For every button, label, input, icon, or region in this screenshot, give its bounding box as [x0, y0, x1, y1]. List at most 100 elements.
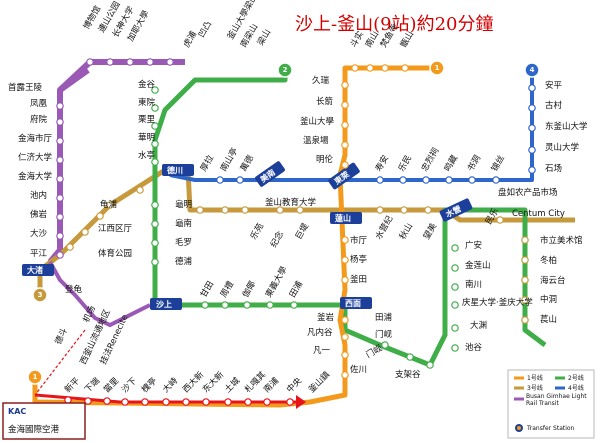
station-dot[interactable] — [121, 398, 129, 406]
station-top-1[interactable]: 凹凸 — [197, 20, 214, 40]
station-dot[interactable] — [64, 396, 72, 404]
station-dot[interactable] — [151, 258, 159, 266]
station-dot[interactable] — [528, 166, 536, 174]
station-dot[interactable] — [221, 301, 229, 309]
station-suan[interactable]: 寿安 — [373, 153, 391, 173]
station-dangni[interactable]: 當里 — [102, 376, 121, 395]
station-buwon[interactable]: 府院 — [30, 114, 48, 125]
station-jurye[interactable]: 周禮 — [218, 279, 236, 300]
station-dot[interactable] — [162, 398, 170, 406]
station-dot[interactable] — [56, 118, 64, 126]
station-buam[interactable]: 釜岩 — [317, 312, 335, 323]
station-dot[interactable] — [196, 206, 204, 214]
station-dot[interactable] — [528, 84, 536, 92]
station-dot[interactable] — [401, 64, 409, 72]
station-dot[interactable] — [56, 156, 64, 164]
station-jangsan[interactable]: 萇山 — [540, 314, 557, 325]
station-dongbaek[interactable]: 冬柏 — [540, 255, 557, 266]
station-dot[interactable] — [106, 58, 114, 66]
station-gangseo[interactable]: 江西区厅 — [98, 224, 133, 234]
station-jigegol[interactable]: 支架谷 — [395, 369, 421, 380]
station-dot[interactable] — [341, 141, 349, 149]
station-dot[interactable] — [56, 251, 64, 259]
station-dot[interactable] — [341, 81, 349, 89]
station-jinae[interactable]: 池内 — [30, 190, 47, 201]
station-toseong[interactable]: 土城 — [222, 375, 242, 395]
station-dot[interactable] — [521, 316, 529, 324]
station-myeongjang[interactable]: 鸣藏 — [442, 153, 460, 174]
station-inje[interactable]: 仁济大学 — [18, 152, 53, 163]
station-namcheon[interactable]: 南川 — [465, 279, 482, 290]
station-dot[interactable] — [151, 122, 159, 130]
station-dot[interactable] — [381, 341, 389, 349]
station-dot[interactable] — [151, 201, 159, 209]
station-dongdaesin[interactable]: 东大新 — [200, 369, 226, 395]
station-goejeong[interactable]: 槐亭 — [139, 375, 159, 395]
station-seokdae[interactable]: 石场 — [545, 164, 562, 174]
station-dot[interactable] — [381, 64, 389, 72]
station-nangmin[interactable]: 乐民 — [396, 153, 414, 173]
station-dot[interactable] — [492, 176, 500, 184]
transfer-deokcheon[interactable]: 德川 — [162, 164, 194, 176]
station-dot[interactable] — [341, 121, 349, 129]
station-jwacheon[interactable]: 佐川 — [350, 364, 367, 375]
station-dongwon[interactable]: 東院 — [138, 97, 156, 108]
station-dot[interactable] — [151, 86, 159, 94]
station-mangmi[interactable]: 望美 — [421, 221, 439, 242]
station-namsanjeong[interactable]: 南山亭 — [218, 146, 240, 174]
station-dot[interactable] — [56, 175, 64, 183]
station-dot[interactable] — [126, 58, 134, 66]
station-deokdu[interactable]: 德斗 — [53, 326, 70, 347]
station-yulli[interactable]: 栗里 — [138, 115, 156, 125]
station-dot[interactable] — [141, 398, 149, 406]
station-gupo[interactable]: 龟浦 — [100, 199, 118, 210]
station-suro[interactable]: 首露王陵 — [8, 82, 43, 93]
station-dot[interactable] — [151, 104, 159, 112]
station-dot[interactable] — [468, 176, 476, 184]
station-mora[interactable]: 毛罗 — [175, 237, 192, 248]
station-dot[interactable] — [103, 397, 111, 405]
station-dot[interactable] — [56, 102, 64, 110]
station-jungdong[interactable]: 中洞 — [540, 294, 557, 305]
station-dot[interactable] — [528, 104, 536, 112]
station-dot[interactable] — [496, 216, 504, 224]
station-dot[interactable] — [136, 186, 144, 194]
station-saha[interactable]: 沙下 — [120, 376, 139, 395]
station-dot[interactable] — [406, 353, 414, 361]
station-dot[interactable] — [151, 158, 159, 166]
station-geumnyeonsan[interactable]: 金莲山 — [465, 260, 491, 271]
station-dot[interactable] — [86, 58, 94, 66]
station-beomnaegol[interactable]: 凡内谷 — [307, 327, 333, 338]
station-dot[interactable] — [81, 228, 89, 236]
station-dongeui[interactable]: 東義大學 — [263, 264, 290, 299]
station-dot[interactable] — [276, 206, 284, 214]
station-oncheonjang[interactable]: 溫泉場 — [303, 135, 329, 146]
station-hwamyeong[interactable]: 華明 — [138, 132, 155, 143]
station-haeundae[interactable]: 海云台 — [540, 275, 566, 286]
station-gimhae-city[interactable]: 金海市厅 — [18, 133, 53, 144]
station-dot[interactable] — [528, 146, 536, 154]
station-dot[interactable] — [376, 206, 384, 214]
station-bujeon[interactable]: 釜田 — [350, 274, 367, 285]
station-deokpo[interactable]: 德浦 — [175, 256, 193, 267]
station-deunggu[interactable]: 登龟 — [65, 284, 83, 295]
station-dot[interactable] — [290, 301, 298, 309]
station-dot[interactable] — [96, 212, 104, 220]
transfer-minam[interactable]: 美南 — [254, 160, 285, 187]
station-dot[interactable] — [341, 351, 349, 359]
station-suyeong-c[interactable]: 水营纪 — [373, 213, 396, 241]
station-anpyeong[interactable]: 安平 — [545, 80, 563, 91]
station-gwangan[interactable]: 广安 — [465, 240, 482, 251]
station-gimhae-univ[interactable]: 金海大学 — [18, 171, 53, 182]
station-dot[interactable] — [151, 239, 159, 247]
station-gaya[interactable]: 伽倻 — [240, 279, 258, 300]
station-dot[interactable] — [451, 301, 459, 309]
station-hadan[interactable]: 下端 — [82, 375, 102, 395]
station-dot[interactable] — [56, 194, 64, 202]
station-dot[interactable] — [451, 264, 459, 272]
station-dot[interactable] — [216, 176, 224, 184]
station-dot[interactable] — [266, 301, 274, 309]
station-dot[interactable] — [84, 397, 92, 405]
station-dot[interactable] — [56, 213, 64, 221]
station-jungang[interactable]: 中央 — [284, 375, 304, 395]
